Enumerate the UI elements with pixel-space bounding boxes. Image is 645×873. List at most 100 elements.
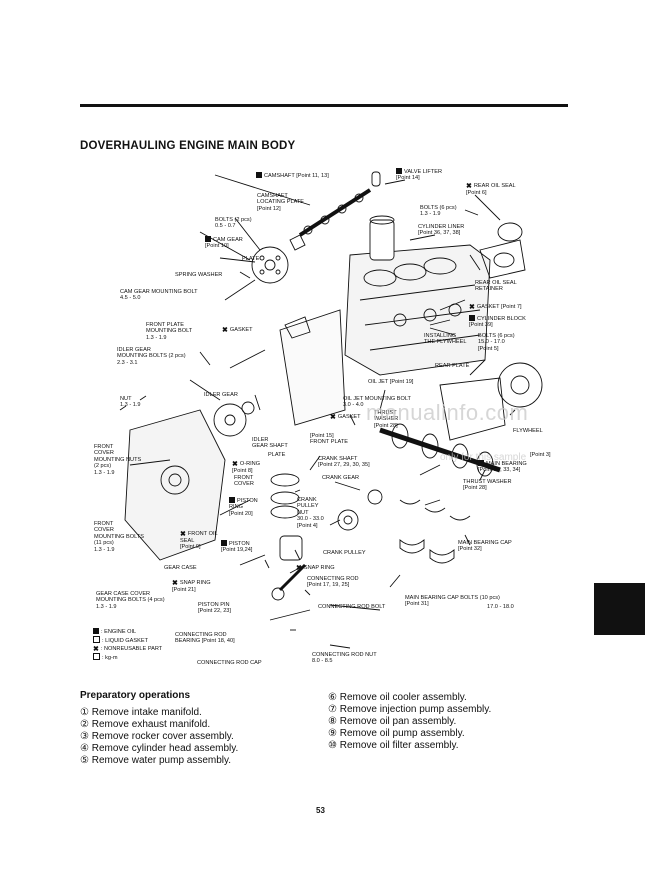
- callout-line: MAIN BEARING: [478, 460, 527, 467]
- callout-main-cap: MAIN BEARING CAP[Point 32]: [458, 540, 512, 553]
- callout-line: FRONT PLATE: [146, 322, 192, 328]
- callout-text: MAIN BEARING CAP BOLTS (10 pcs): [405, 595, 500, 601]
- legend-item-engine-oil: : ENGINE OIL: [93, 628, 162, 636]
- callout-line: MAIN BEARING CAP BOLTS (10 pcs): [405, 595, 500, 601]
- callout-line: 3.0 - 4.0: [343, 402, 411, 408]
- callout-main-bearing: MAIN BEARING[Point 28, 33, 34]: [478, 460, 527, 474]
- callout-line: [Point 4]: [297, 523, 324, 529]
- callout-conn-rod: CONNECTING ROD[Point 17, 19, 25]: [307, 576, 359, 589]
- preparatory-title: Preparatory operations: [80, 690, 191, 701]
- callout-plate: PLATE: [242, 256, 259, 262]
- callout-snap-ring-l: ✖SNAP RING[Point 21]: [172, 580, 211, 593]
- callout-line: (2 pcs): [94, 463, 141, 469]
- callout-line: 1.3 - 1.9: [146, 335, 192, 341]
- callout-o-ring: ✖O-RING[Point 8]: [232, 461, 260, 474]
- callout-line: BEARING [Point 18, 40]: [175, 638, 235, 644]
- callout-line: CAMSHAFT: [257, 193, 304, 199]
- callout-text: CONNECTING ROD: [307, 576, 359, 582]
- op-item: ⑨ Remove oil pump assembly.: [328, 728, 465, 739]
- callout-text: 1.3 - 1.9: [94, 546, 115, 553]
- engine-oil-icon: [229, 497, 235, 503]
- callout-text: CONNECTING ROD CAP: [197, 660, 262, 666]
- top-rule: [80, 104, 568, 107]
- callout-line: [Point 27, 29, 30, 35]: [318, 462, 370, 468]
- callout-cyl-liner: CYLINDER LINER[Point 36, 37, 38]: [418, 224, 464, 237]
- callout-line: COVER: [234, 481, 254, 487]
- nonreusable-icon: ✖: [466, 183, 472, 190]
- callout-line: OIL JET MOUNTING BOLT: [343, 396, 411, 402]
- callout-text: 2.3 - 3.1: [117, 359, 138, 366]
- callout-line: 1.3 - 1.9: [96, 604, 165, 610]
- callout-text: FRONT OIL: [187, 531, 218, 537]
- callout-text: MOUNTING BOLTS (2 pcs): [117, 353, 186, 360]
- callout-gasket-7: ✖GASKET [Point 7]: [469, 304, 522, 311]
- callout-line: PULLEY: [297, 503, 324, 509]
- callout-gasket-b: ✖GASKET: [330, 414, 361, 421]
- callout-text: 0.5 - 0.7: [215, 223, 236, 230]
- torque-icon: [93, 653, 100, 660]
- callout-line: [Point 6]: [466, 190, 516, 196]
- callout-line: 1.3 - 1.9: [94, 547, 144, 553]
- callout-text: [Point 27, 29, 30, 35]: [318, 462, 370, 469]
- callout-text: CONNECTING ROD: [175, 632, 227, 638]
- callout-text: PLATE: [268, 452, 286, 458]
- callout-line: THE FLYWHEEL: [424, 339, 466, 345]
- callout-line: SEAL: [180, 538, 218, 544]
- callout-text: NUT: [120, 396, 132, 402]
- callout-line: MOUNTING BOLTS (4 pcs): [96, 597, 165, 603]
- callout-text: FRONT: [94, 444, 114, 450]
- callout-line: [Point 3]: [530, 452, 551, 458]
- callout-text: [Point 20]: [229, 510, 253, 517]
- callout-line: GEAR CASE: [164, 565, 197, 571]
- callout-line: ✖GASKET: [222, 327, 253, 334]
- callout-text: MAIN BEARING CAP: [458, 540, 512, 546]
- nonreusable-icon: ✖: [330, 414, 336, 421]
- callout-cyl-block: CYLINDER BLOCK[Point 39]: [469, 315, 526, 329]
- callout-line: CAM GEAR: [205, 236, 243, 243]
- callout-flywheel-bolts-val: BOLTS (6 pcs)15.0 - 17.0[Point 5]: [478, 333, 515, 352]
- callout-line: 1.3 - 1.9: [420, 211, 457, 217]
- callout-line: 17.0 - 18.0: [487, 604, 514, 610]
- callout-text: [Point 15]: [310, 433, 334, 439]
- callout-text: O-RING: [239, 461, 261, 467]
- callout-line: ✖SNAP RING: [296, 565, 335, 572]
- callout-text: IDLER GEAR: [204, 392, 238, 398]
- callout-text: 1.3 - 1.9: [96, 603, 117, 610]
- callout-line: BOLTS (6 pcs): [420, 205, 457, 211]
- op-item: ⑧ Remove oil pan assembly.: [328, 716, 457, 727]
- callout-text: CRANK PULLEY: [323, 550, 366, 556]
- nonreusable-icon: ✖: [232, 461, 238, 468]
- callout-text: (11 pcs): [94, 540, 114, 547]
- callout-line: ✖O-RING: [232, 461, 260, 468]
- callout-line: [Point 22, 23]: [198, 608, 231, 614]
- callout-line: CONNECTING ROD: [175, 632, 235, 638]
- callout-line: FRONT: [234, 475, 254, 481]
- callout-text: CYLINDER BLOCK: [477, 316, 526, 322]
- callout-main-cap-bolts-val: 17.0 - 18.0: [487, 604, 514, 610]
- callout-text: [Point 22, 23]: [198, 608, 231, 615]
- callout-rear-oil-seal: ✖REAR OIL SEAL[Point 6]: [466, 183, 516, 196]
- callout-line: CONNECTING ROD NUT: [312, 652, 377, 658]
- callout-text: SNAP RING: [179, 580, 211, 586]
- callout-line: FRONT: [94, 444, 141, 450]
- callout-text: REAR OIL SEAL: [475, 280, 517, 286]
- nonreusable-icon: ✖: [222, 327, 228, 334]
- callout-line: GEAR CASE COVER: [96, 591, 165, 597]
- callout-text: PULLEY: [297, 503, 319, 510]
- nonreusable-icon: ✖: [296, 565, 302, 572]
- callout-point-3: [Point 3]: [530, 452, 551, 458]
- callout-crank-pulley: CRANK PULLEY: [323, 550, 366, 556]
- callout-text: FLYWHEEL: [513, 428, 543, 434]
- callout-text: SPRING WASHER: [175, 272, 223, 278]
- callout-line: ✖REAR OIL SEAL: [466, 183, 516, 190]
- callout-text: [Point 9]: [180, 544, 201, 551]
- callout-line: CYLINDER BLOCK: [469, 315, 526, 322]
- callout-text: 15.0 - 17.0: [478, 339, 505, 346]
